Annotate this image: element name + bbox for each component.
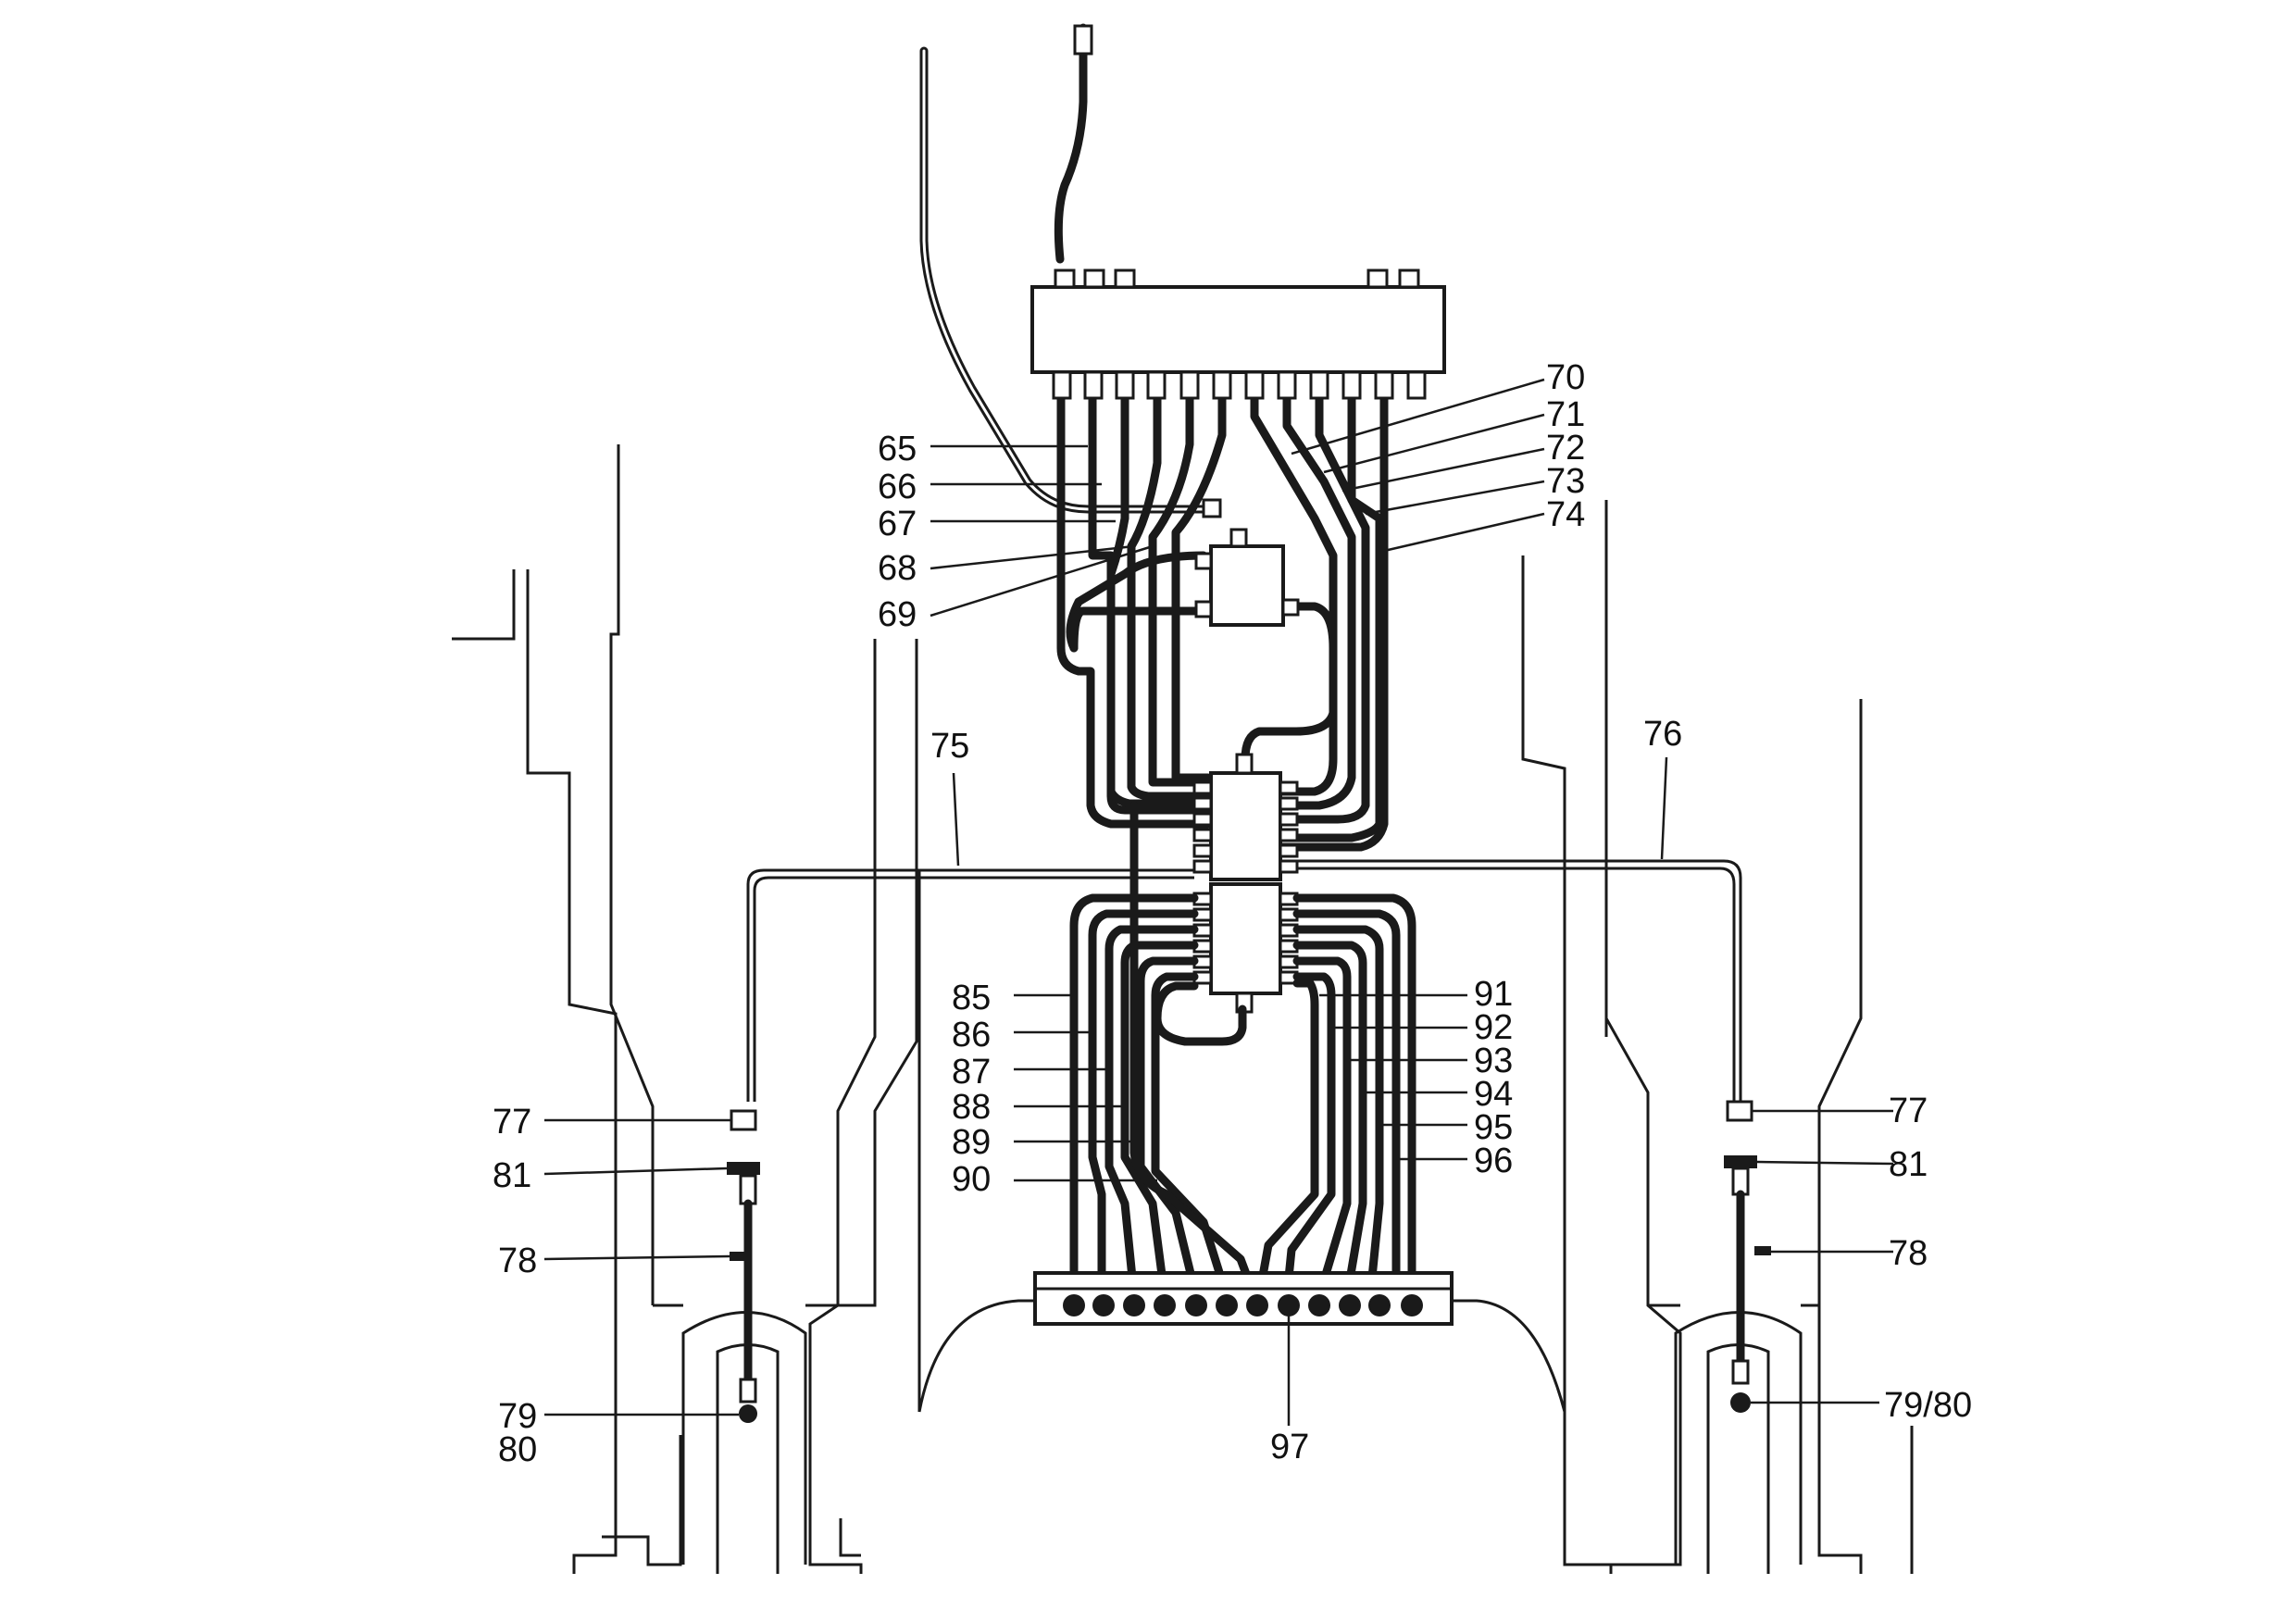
upper-hose-bundle bbox=[919, 23, 1389, 852]
chassis-outline bbox=[452, 444, 1914, 1574]
callout-97: 97 bbox=[1270, 1428, 1309, 1466]
left-wheel-hose bbox=[727, 1109, 760, 1423]
callout-92: 92 bbox=[1474, 1008, 1513, 1047]
callout-76: 76 bbox=[1643, 715, 1682, 754]
callout-70: 70 bbox=[1546, 358, 1585, 397]
callout-80: 80 bbox=[498, 1430, 537, 1469]
callout-74: 74 bbox=[1546, 495, 1585, 534]
callout-95: 95 bbox=[1474, 1108, 1513, 1147]
callout-66: 66 bbox=[878, 468, 917, 506]
callout-85: 85 bbox=[952, 979, 991, 1017]
callout-68: 68 bbox=[878, 549, 917, 588]
callout-81-left: 81 bbox=[493, 1156, 531, 1195]
callout-77-right: 77 bbox=[1889, 1092, 1928, 1130]
valve-right-ports bbox=[1279, 780, 1299, 985]
callout-94: 94 bbox=[1474, 1075, 1513, 1114]
callout-89: 89 bbox=[952, 1123, 991, 1162]
top-manifold bbox=[1030, 268, 1446, 400]
callout-87: 87 bbox=[952, 1053, 991, 1092]
callout-71: 71 bbox=[1546, 395, 1585, 434]
callout-77-left: 77 bbox=[493, 1103, 531, 1142]
leader-lines bbox=[543, 378, 1894, 1426]
callout-96: 96 bbox=[1474, 1142, 1513, 1180]
top-manifold-bottom-fittings bbox=[1052, 370, 1427, 400]
callout-93: 93 bbox=[1474, 1042, 1513, 1080]
top-manifold-top-fittings bbox=[1054, 268, 1420, 289]
callout-78-left: 78 bbox=[498, 1241, 537, 1280]
callout-72: 72 bbox=[1546, 429, 1585, 468]
callout-65: 65 bbox=[878, 430, 917, 468]
valve-stack bbox=[1192, 753, 1299, 1014]
cross-lines bbox=[746, 859, 1742, 1102]
bottom-manifold-nuts bbox=[1063, 1294, 1423, 1316]
callout-79-80: 79/80 bbox=[1884, 1386, 1972, 1425]
flow-divider-block bbox=[1194, 498, 1300, 627]
callout-86: 86 bbox=[952, 1016, 991, 1054]
callout-69: 69 bbox=[878, 595, 917, 634]
callout-73: 73 bbox=[1546, 462, 1585, 501]
callout-79: 79 bbox=[498, 1397, 537, 1436]
lower-hose-bundle bbox=[1069, 801, 1416, 1301]
right-wheel-hose bbox=[1724, 1100, 1771, 1413]
callout-81-right: 81 bbox=[1889, 1145, 1928, 1184]
callout-90: 90 bbox=[952, 1160, 991, 1199]
callout-88: 88 bbox=[952, 1088, 991, 1127]
callout-91: 91 bbox=[1474, 975, 1513, 1014]
callout-75: 75 bbox=[930, 727, 969, 766]
callout-78-right: 78 bbox=[1889, 1234, 1928, 1273]
bottom-manifold bbox=[1033, 1271, 1454, 1326]
callout-labels: 65 66 67 68 69 70 71 72 73 74 75 76 77 8… bbox=[493, 358, 1972, 1469]
valve-left-ports bbox=[1192, 780, 1213, 985]
callout-67: 67 bbox=[878, 505, 917, 543]
